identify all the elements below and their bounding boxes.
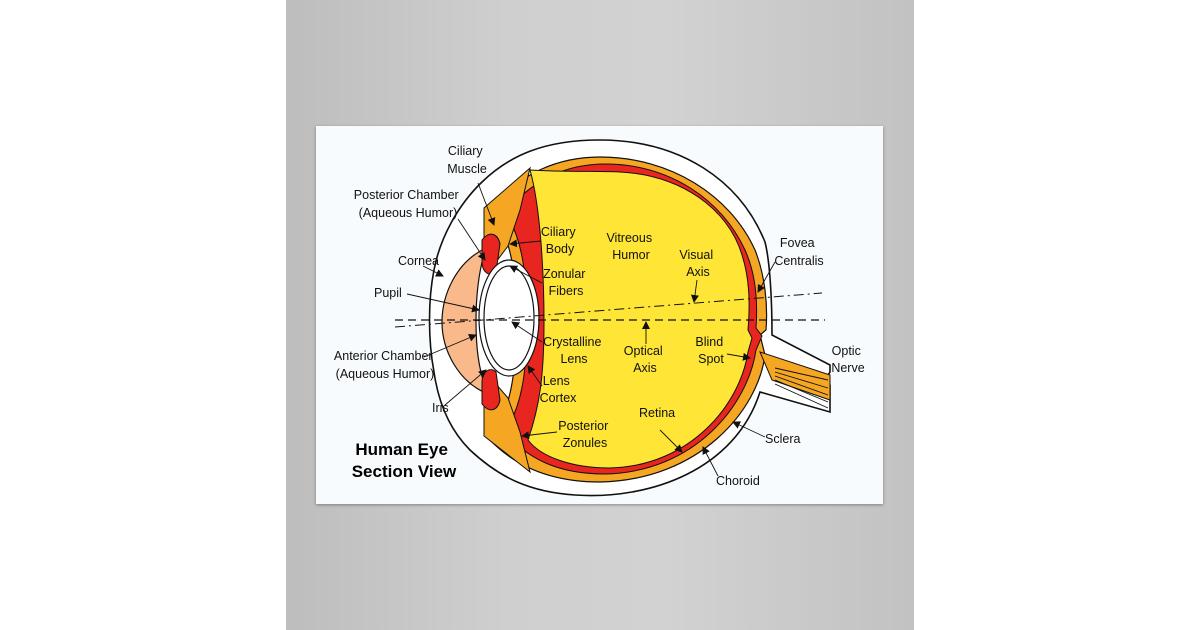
label-choroid: Choroid (716, 474, 760, 488)
label-blind-spot: Blind Spot (695, 335, 726, 366)
label-optic-nerve: Optic Nerve (831, 344, 864, 375)
diagram-title: Human Eye Section View (352, 440, 457, 481)
label-fovea-centralis: Fovea Centralis (774, 236, 823, 268)
label-posterior-chamber: Posterior Chamber (Aqueous Humor) (354, 188, 462, 220)
label-lens-cortex: Lens Cortex (540, 374, 578, 405)
vitreous-humor (527, 169, 753, 469)
label-zonular-fibers: Zonular Fibers (543, 267, 589, 298)
label-posterior-zonules: Posterior Zonules (558, 419, 612, 450)
label-cornea: Cornea (398, 254, 439, 268)
label-ciliary-muscle: Ciliary Muscle (447, 144, 487, 176)
label-ciliary-body: Ciliary Body (541, 225, 579, 256)
visual-axis-line (394, 292, 823, 328)
label-retina: Retina (639, 406, 675, 420)
label-vitreous-humor: Vitreous Humor (606, 231, 655, 262)
label-pupil: Pupil (374, 286, 402, 300)
label-crystalline-lens: Crystalline Lens (543, 335, 605, 366)
leader-lines (406, 182, 776, 477)
optic-nerve-fibers (774, 367, 829, 409)
label-anterior-chamber: Anterior Chamber (Aqueous Humor) (334, 349, 436, 381)
label-iris: Iris (432, 401, 449, 415)
label-visual-axis: Visual Axis (679, 248, 716, 279)
optic-nerve (759, 351, 831, 401)
label-optical-axis: Optical Axis (624, 344, 666, 375)
label-sclera: Sclera (765, 432, 800, 446)
